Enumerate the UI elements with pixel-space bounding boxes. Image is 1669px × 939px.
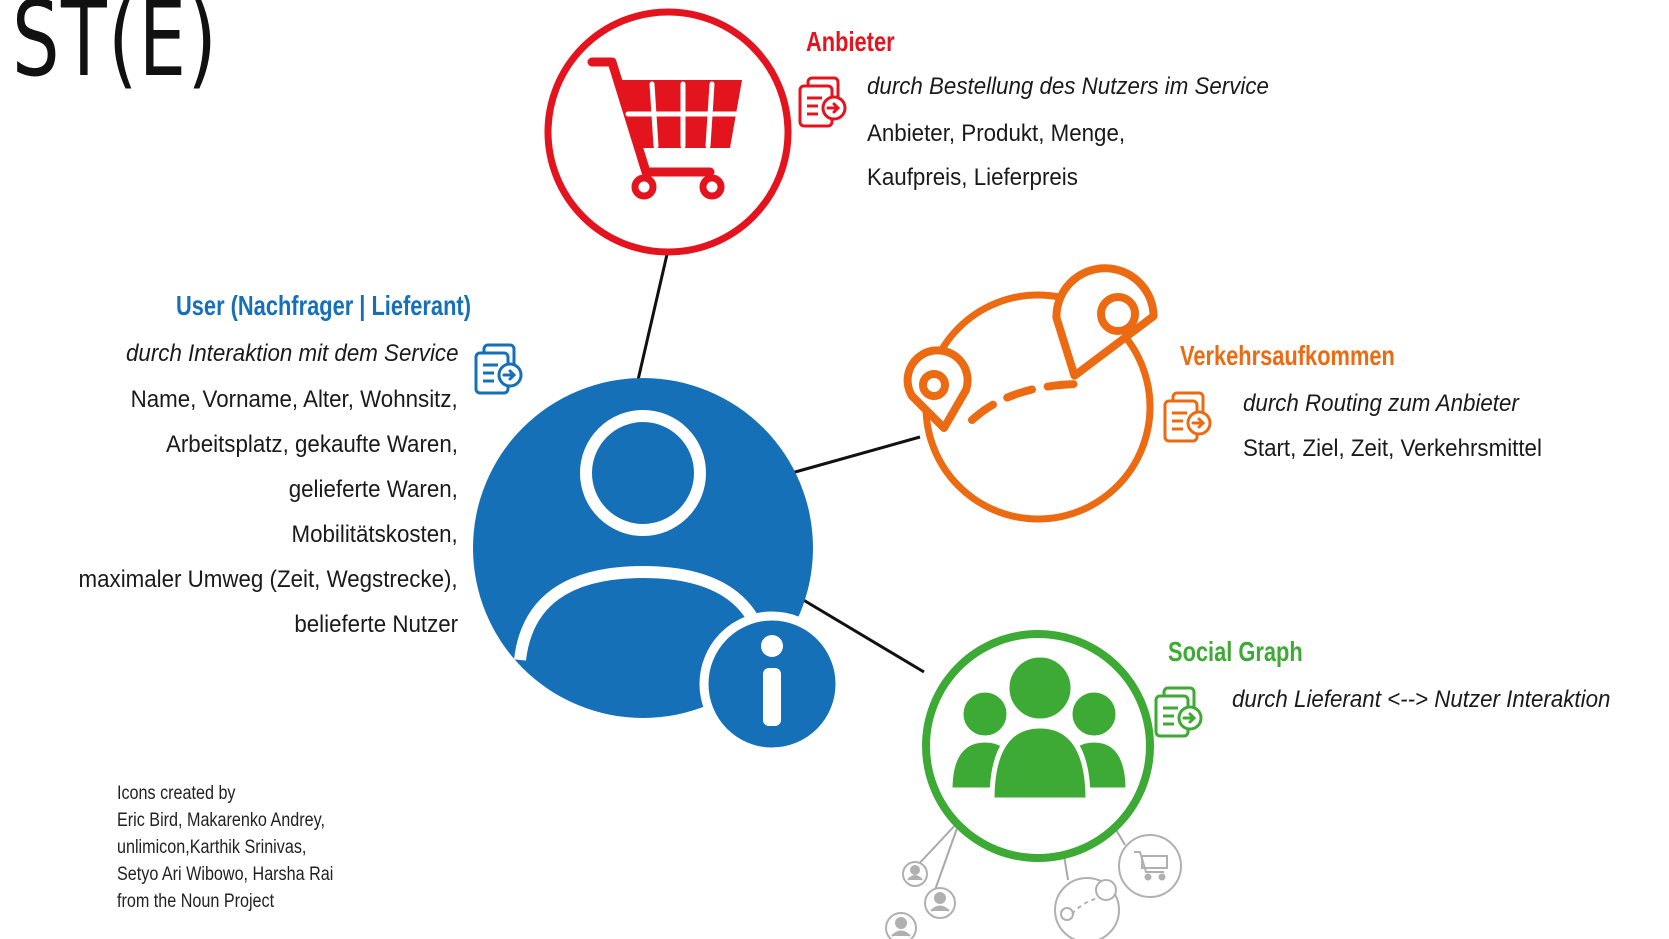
user-node bbox=[473, 378, 845, 757]
traffic-node bbox=[903, 264, 1158, 523]
user-line: maximaler Umweg (Zeit, Wegstrecke), bbox=[78, 566, 458, 593]
user-data-source-icon bbox=[474, 343, 523, 395]
shopping-cart-icon bbox=[587, 57, 742, 200]
satellite-user-icon bbox=[902, 861, 928, 887]
person-icon bbox=[514, 410, 772, 661]
social-title: Social Graph bbox=[1168, 636, 1303, 667]
connector-user-social bbox=[794, 593, 925, 674]
route-pins-icon bbox=[903, 264, 1158, 432]
user-source: durch Interaktion mit dem Service bbox=[125, 340, 458, 367]
credits-line: from the Noun Project bbox=[117, 891, 275, 912]
traffic-title: Verkehrsaufkommen bbox=[1180, 340, 1395, 371]
social-node bbox=[922, 630, 1154, 862]
provider-line: Anbieter, Produkt, Menge, bbox=[867, 120, 1126, 147]
satellite-user-icon bbox=[924, 887, 956, 919]
provider-source: durch Bestellung des Nutzers im Service bbox=[867, 73, 1269, 100]
provider-data-source-icon bbox=[798, 76, 847, 128]
user-attributes: durch Interaktion mit dem Service Name, … bbox=[0, 0, 458, 650]
traffic-data-source-icon bbox=[1163, 391, 1212, 443]
credits-line: unlimicon,Karthik Srinivas, bbox=[117, 837, 307, 858]
satellite-nodes bbox=[885, 834, 1182, 939]
social-data-source-icon bbox=[1154, 686, 1203, 738]
provider-title: Anbieter bbox=[806, 26, 895, 57]
provider-node bbox=[544, 8, 792, 256]
social-source: durch Lieferant <--> Nutzer Interaktion bbox=[1232, 686, 1611, 713]
user-title: User (Nachfrager | Lieferant) bbox=[176, 290, 471, 321]
credits-line: Setyo Ari Wibowo, Harsha Rai bbox=[117, 864, 334, 885]
user-line: Name, Vorname, Alter, Wohnsitz, bbox=[130, 386, 458, 413]
info-icon bbox=[699, 611, 845, 757]
satellite-user-icon bbox=[885, 912, 917, 939]
people-group-icon bbox=[947, 652, 1131, 803]
satellite-cart-icon bbox=[1118, 834, 1182, 898]
user-line: gelieferte Waren, bbox=[288, 476, 458, 503]
user-line: Mobilitätskosten, bbox=[291, 521, 458, 548]
credits-line: Eric Bird, Makarenko Andrey, bbox=[117, 810, 325, 831]
credits-line: Icons created by bbox=[117, 783, 236, 804]
user-line: belieferte Nutzer bbox=[294, 611, 458, 638]
provider-line: Kaufpreis, Lieferpreis bbox=[867, 164, 1078, 191]
traffic-source: durch Routing zum Anbieter bbox=[1243, 390, 1519, 417]
icon-credits: Icons created by Eric Bird, Makarenko An… bbox=[117, 780, 333, 915]
traffic-line: Start, Ziel, Zeit, Verkehrsmittel bbox=[1243, 435, 1542, 462]
satellite-route-icon bbox=[1054, 877, 1120, 939]
user-line: Arbeitsplatz, gekaufte Waren, bbox=[166, 431, 458, 458]
corner-title-fragment: ST(E) bbox=[12, 0, 219, 100]
connector-user-traffic bbox=[787, 435, 921, 476]
connector-user-provider bbox=[636, 249, 670, 381]
connector-lines bbox=[636, 249, 925, 674]
